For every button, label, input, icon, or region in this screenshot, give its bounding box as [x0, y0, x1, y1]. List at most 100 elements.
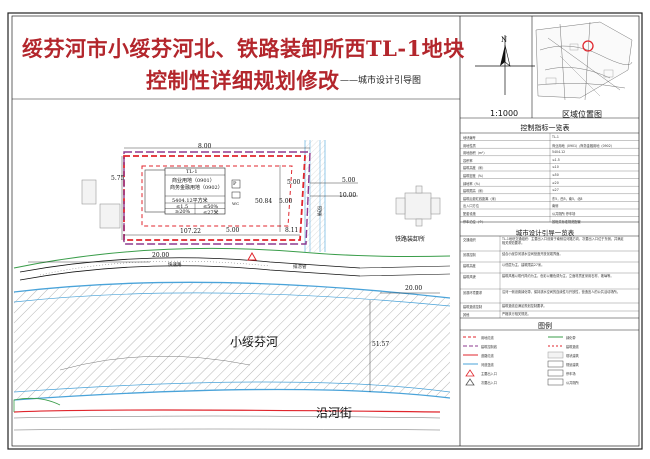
indicator-value: 商业用地（0901）/商务金融用地（0902）: [552, 143, 614, 148]
guide-table-title: 城市设计引导一览表: [515, 229, 575, 237]
legend-item: 道路红线: [481, 354, 494, 358]
legend-item: 停车场: [566, 372, 576, 376]
indicator-key: 用地面积（m²）: [463, 151, 487, 156]
plot-use1: 商业用地（0901）: [172, 178, 215, 184]
indicator-key: 地块编号: [463, 136, 476, 140]
dim-road-width-2: 20.00: [405, 285, 423, 292]
north-arrow-icon: [475, 35, 535, 95]
bottom-street: [13, 397, 441, 431]
indicator-key: 用地性质: [463, 143, 476, 148]
guide-value: 结合小绥芬河滨水空间营造开放景观界面。: [502, 252, 563, 256]
dim-bottom: 107.22: [180, 228, 201, 235]
indicator-key: 出入口方位: [463, 204, 479, 209]
page-title-line2: 控制性详细规划修改: [146, 68, 340, 93]
river-name: 小绥芬河: [230, 335, 279, 349]
river-area: [13, 281, 451, 401]
guide-value: 建筑风格以现代简约为主，色彩以暖色调为主，立面材质宜采用石材、玻璃等。: [502, 274, 614, 278]
indicator-key: 建筑密度（%）: [463, 174, 486, 178]
legend-item: 绿化带: [566, 336, 576, 340]
road-label-2: 排涝管: [293, 265, 307, 270]
indicator-row: 配套设施 公共厕所 停车场: [460, 209, 630, 217]
indicator-grid: [460, 133, 639, 222]
legend-swatches: [463, 336, 564, 386]
river-side-label: 河道: [316, 206, 322, 216]
indicator-table-title: 控制指标一览表: [520, 124, 570, 132]
plot-code: TL-1: [186, 169, 198, 175]
indicator-value: 公共厕所 停车场: [552, 212, 576, 216]
guide-key: 建筑风貌: [463, 275, 476, 279]
dimension-lines: [28, 147, 440, 392]
guide-value: 严格执行相关规范。: [502, 312, 531, 316]
road: [19, 257, 451, 281]
indicator-key: 容积率: [463, 158, 473, 163]
guide-value: 建筑退线应满足规划控制要求。: [502, 304, 547, 308]
existing-buildings: [81, 179, 441, 229]
indicator-row: 容积率 ≤1.5: [460, 156, 630, 164]
guide-grid: [460, 236, 639, 318]
north-label: N: [501, 36, 508, 44]
indicator-row: 出入口方位 南侧: [460, 201, 630, 209]
outer-frame: [7, 12, 643, 450]
indicator-row: 用地面积（m²）5404.12: [460, 148, 630, 156]
legend-item: 建筑控制线: [481, 345, 497, 349]
legend-title: 图例: [538, 322, 552, 330]
dim-right-b: 5.00: [279, 198, 293, 205]
page-subtitle: ——城市设计引导图: [340, 76, 422, 86]
dim-bottom-b: 5.00: [226, 227, 240, 234]
guide-key: 景观控制: [463, 253, 476, 257]
indicator-row: 建筑限高（米）≤27: [460, 186, 630, 194]
guide-value: 沿河一侧设置绿化带，保持滨水空间的连续性与开放性，营造宜人的公共活动场所。: [502, 290, 620, 294]
legend-item: 公共厕所: [566, 381, 579, 385]
guide-key: 其他: [463, 313, 470, 317]
indicator-value: 南侧: [552, 204, 559, 209]
legend-item: 河道蓝线: [481, 363, 494, 367]
dim-top: 8.00: [198, 143, 212, 150]
legend-item: 主要出入口: [481, 372, 497, 376]
indicator-key: 停车泊位（个）: [463, 219, 486, 224]
railway-label: 铁路装卸所: [395, 236, 426, 243]
page-title-line1: 绥芬河市小绥芬河北、铁路装卸所西TL-1地块: [22, 36, 465, 61]
scale-label: 1:1000: [490, 109, 519, 118]
indicator-value: ≤10: [552, 165, 559, 170]
location-map: [535, 21, 633, 101]
guide-key: 景观环境要求: [463, 291, 483, 295]
plot-far: ≤1.5: [176, 204, 189, 210]
dim-left: 5.75: [111, 175, 125, 182]
indicator-value: 按相关标准规范配置: [552, 219, 581, 224]
legend-item: 次要出入口: [481, 381, 497, 385]
indicator-row: 建筑后退红线距离（米）东5，西5，南5，北8: [460, 194, 630, 202]
guide-value: 以低层为主，建筑限高27米。: [502, 263, 545, 267]
plot-info-box: [164, 167, 241, 215]
plot-density: ≤50%: [203, 204, 219, 210]
indicator-row: 建筑高度（米） ≤10: [460, 163, 630, 171]
indicator-value: ≤27: [552, 188, 559, 193]
parking-icon: P: [233, 181, 237, 187]
indicator-value: ≤50: [552, 173, 559, 177]
dim-right-a: 5.00: [287, 179, 301, 186]
indicator-key: 建筑高度（米）: [463, 166, 486, 171]
indicator-row: 用地性质 商业用地（0901）/商务金融用地（0902）: [460, 141, 630, 149]
dim-river-width: 51.57: [372, 341, 390, 348]
dim-inner: 50.84: [255, 198, 273, 205]
indicator-value: ≤1.5: [552, 157, 560, 162]
street-name: 沿河街: [316, 406, 353, 420]
plot-green: ≥20%: [175, 209, 191, 215]
indicator-value: 东5，西5，南5，北8: [552, 196, 583, 201]
inner-frame: [11, 15, 640, 447]
indicator-row: 建筑密度（%） ≤50: [460, 171, 630, 179]
green-belt-line: [13, 247, 451, 269]
legend-item: 规划建筑: [566, 363, 579, 367]
plot-area: 5404.12平方米: [172, 198, 208, 204]
legend-item: 用地红线: [481, 336, 494, 340]
guide-key: 交通组织: [463, 238, 476, 242]
indicator-key: 绿地率（%）: [463, 181, 482, 186]
indicator-row: 停车泊位（个） 按相关标准规范配置: [460, 217, 630, 225]
indicator-key: 配套设施: [463, 212, 476, 216]
plot-height: ≤27米: [203, 210, 219, 216]
guide-key: 建筑高度: [463, 264, 476, 268]
location-map-title: 区域位置图: [562, 110, 602, 119]
indicator-row: 绿地率（%）≥20: [460, 179, 630, 187]
